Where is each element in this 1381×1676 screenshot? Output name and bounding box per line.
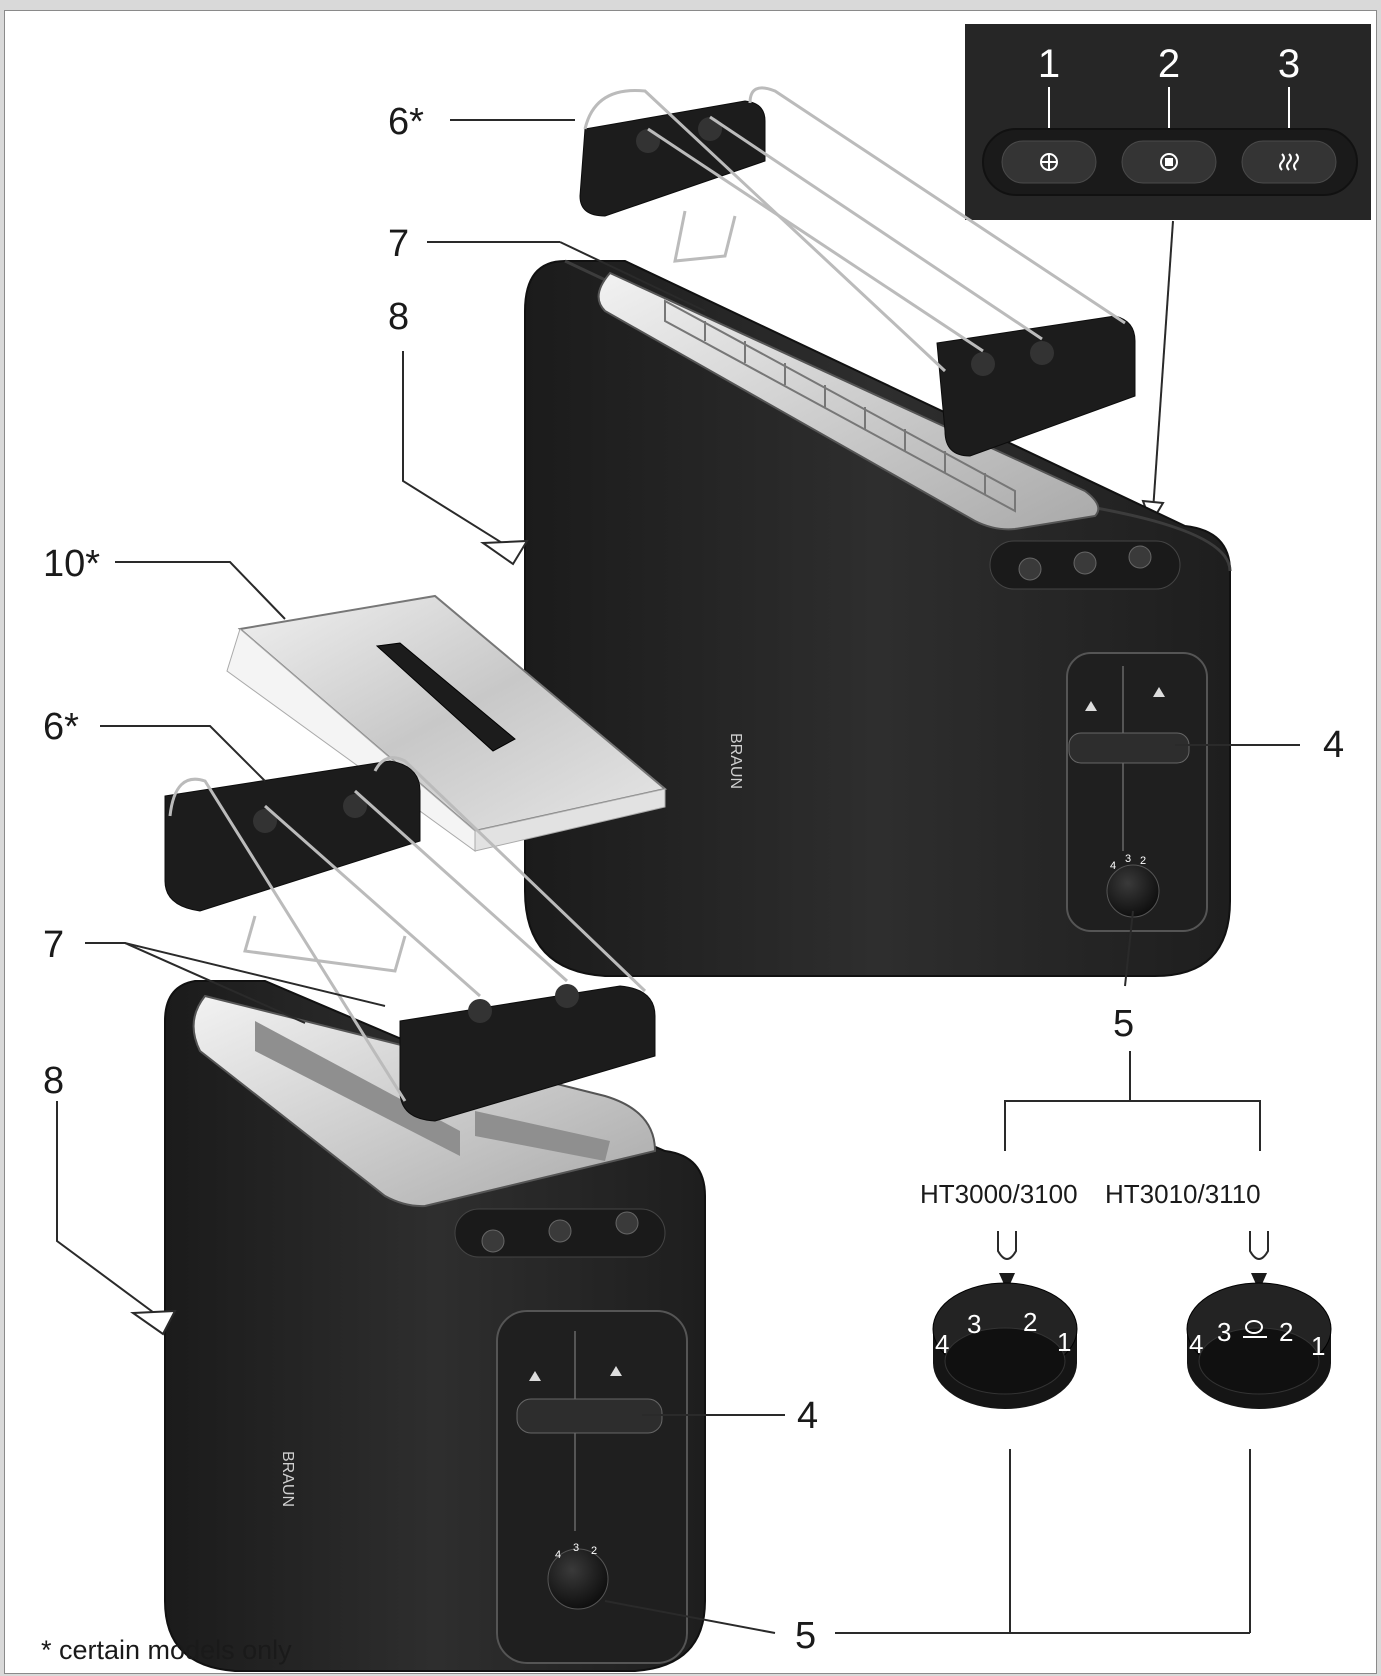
svg-text:4: 4	[555, 1549, 561, 1561]
defrost-icon	[1040, 153, 1058, 171]
toaster-exploded-diagram: 1 2 3	[41, 24, 1371, 1672]
svg-text:1: 1	[1311, 1331, 1325, 1361]
svg-text:3: 3	[1217, 1317, 1231, 1347]
callout-4-bottom: 4	[797, 1395, 818, 1437]
callout-6-bottom: 6*	[43, 706, 79, 748]
top-toaster-lever[interactable]	[1068, 732, 1190, 764]
reheat-icon	[1279, 153, 1299, 171]
svg-text:1: 1	[1057, 1327, 1071, 1357]
toaster-top-stop-button[interactable]	[1073, 551, 1097, 575]
callout-7-bottom: 7	[43, 924, 64, 966]
model-left-label: HT3000/3100	[920, 1179, 1078, 1209]
callout-8-bottom: 8	[43, 1060, 64, 1102]
callout-8-top: 8	[388, 296, 409, 338]
button-panel-inset: 1 2 3	[965, 24, 1371, 526]
svg-text:2: 2	[1279, 1317, 1293, 1347]
svg-text:2: 2	[591, 1545, 597, 1557]
callout-10: 10*	[43, 543, 100, 585]
dial-ht3010: 4 3 2 1	[1186, 1282, 1332, 1409]
dial-ht3000: 4 3 2 1	[932, 1282, 1078, 1409]
svg-text:3: 3	[573, 1542, 579, 1554]
top-toaster-browning-dial[interactable]: 4 3 2	[1106, 853, 1160, 918]
svg-text:4: 4	[935, 1329, 949, 1359]
svg-text:2: 2	[1140, 855, 1146, 867]
bottom-toaster-browning-dial[interactable]: 4 3 2	[547, 1542, 609, 1610]
svg-text:3: 3	[1125, 853, 1131, 865]
bun-rack-bottom	[164, 756, 656, 1122]
brand-logo-bottom: BRAUN	[279, 1451, 296, 1507]
dial-variants: HT3000/3100 HT3010/3110 4 3 2 1 4 3	[835, 1051, 1332, 1634]
toaster-bottom-defrost-button[interactable]	[481, 1229, 505, 1253]
bun-warming-icon	[1243, 1320, 1267, 1338]
callout-7-top: 7	[388, 223, 409, 265]
long-slot-toaster: BRAUN 4 3 2	[524, 259, 1232, 977]
diagram-frame: 1 2 3	[4, 10, 1377, 1674]
footnote: * certain models only	[41, 1635, 292, 1665]
panel-label-1: 1	[1038, 42, 1060, 86]
panel-label-3: 3	[1278, 42, 1300, 86]
svg-text:3: 3	[967, 1309, 981, 1339]
toaster-bottom-reheat-button[interactable]	[615, 1211, 639, 1235]
brand-logo: BRAUN	[727, 733, 744, 789]
bottom-toaster-lever[interactable]	[516, 1398, 663, 1434]
svg-text:2: 2	[1023, 1307, 1037, 1337]
toaster-top-reheat-button[interactable]	[1128, 545, 1152, 569]
panel-label-2: 2	[1158, 42, 1180, 86]
model-right-label: HT3010/3110	[1105, 1179, 1261, 1209]
callout-4-top: 4	[1323, 724, 1344, 766]
callout-5-bottom: 5	[795, 1615, 816, 1657]
long-slot-rack	[664, 299, 1016, 513]
callout-6-top: 6*	[388, 101, 424, 143]
toaster-bottom-stop-button[interactable]	[548, 1219, 572, 1243]
callout-5-top: 5	[1113, 1003, 1134, 1045]
toaster-top-defrost-button[interactable]	[1018, 557, 1042, 581]
stop-icon	[1160, 153, 1178, 171]
svg-text:4: 4	[1189, 1329, 1203, 1359]
svg-text:4: 4	[1110, 860, 1116, 872]
bun-rack-top	[579, 86, 1136, 457]
